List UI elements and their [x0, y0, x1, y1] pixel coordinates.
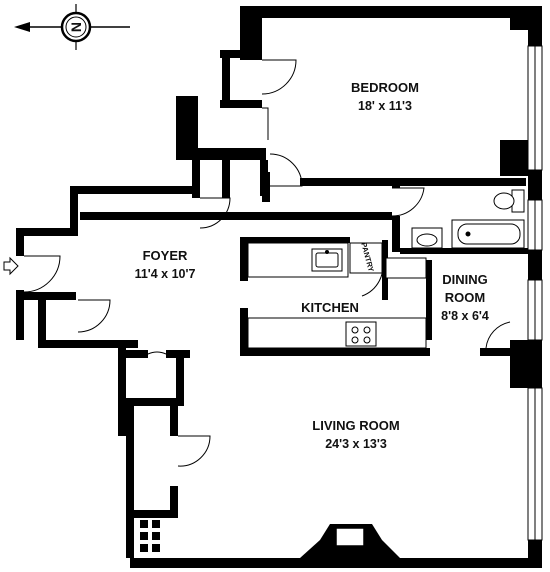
toilet-icon [493, 189, 525, 213]
bathtub-icon [451, 219, 525, 249]
foyer-label: FOYER [143, 248, 188, 263]
compass-icon: N [14, 4, 130, 50]
exterior-walls [16, 6, 542, 568]
sink-icon [311, 248, 343, 272]
foyer-dims: 11'4 x 10'7 [135, 267, 196, 281]
compass-letter: N [68, 22, 84, 32]
bedroom-dims: 18' x 11'3 [358, 99, 412, 113]
entry-arrow-icon [3, 256, 19, 276]
bedroom-label: BEDROOM [351, 80, 419, 95]
living-room-label: LIVING ROOM [312, 418, 399, 433]
closet-shelving [140, 520, 160, 552]
windows [527, 45, 543, 541]
doors [23, 59, 511, 467]
fireplace-icon [335, 527, 365, 547]
bathroom-sink-icon [411, 227, 443, 249]
dining-dims: 8'8 x 6'4 [441, 309, 489, 323]
pantry-cabinet [349, 242, 383, 274]
kitchen-counter-lower [247, 317, 427, 349]
dining-label-line1: DINING [442, 272, 488, 287]
refrigerator [385, 257, 427, 279]
living-room-dims: 24'3 x 13'3 [325, 437, 387, 451]
kitchen-label: KITCHEN [301, 300, 359, 315]
stove-icon [345, 321, 377, 347]
dining-label-line2: ROOM [445, 290, 485, 305]
